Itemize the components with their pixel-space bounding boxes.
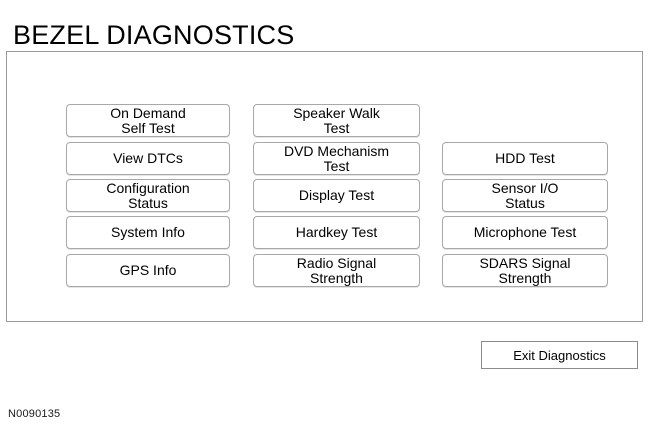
button-label: SDARS Signal Strength: [447, 254, 603, 286]
button-label: System Info: [71, 225, 225, 240]
button-label-line2: Test: [323, 119, 350, 136]
button-sensor-io-status[interactable]: Sensor I/O Status: [442, 179, 608, 212]
button-label-line2: Self Test: [121, 119, 175, 136]
button-label: GPS Info: [71, 263, 225, 278]
button-label-line2: Strength: [498, 269, 552, 286]
reference-code: N0090135: [8, 408, 61, 420]
button-label-line1: On Demand: [110, 104, 186, 121]
button-label-line2: Status: [505, 194, 545, 211]
button-configuration-status[interactable]: Configuration Status: [66, 179, 230, 212]
button-label-line1: Sensor I/O: [491, 179, 559, 196]
button-label: Hardkey Test: [258, 225, 415, 240]
button-label-line1: Hardkey Test: [295, 224, 378, 240]
button-label-line1: Microphone Test: [473, 224, 577, 240]
button-on-demand-self-test[interactable]: On Demand Self Test: [66, 104, 230, 137]
page-title: BEZEL DIAGNOSTICS: [13, 20, 301, 50]
button-label: DVD Mechanism Test: [258, 142, 415, 174]
button-label-line1: Display Test: [298, 187, 375, 203]
button-system-info[interactable]: System Info: [66, 216, 230, 249]
button-sdars-signal-strength[interactable]: SDARS Signal Strength: [442, 254, 608, 287]
button-label-line1: Speaker Walk: [293, 104, 380, 121]
button-label-line1: SDARS Signal: [479, 254, 571, 271]
button-label: Radio Signal Strength: [258, 254, 415, 286]
button-label-line1: HDD Test: [495, 150, 555, 166]
button-label: Speaker Walk Test: [258, 104, 415, 136]
button-microphone-test[interactable]: Microphone Test: [442, 216, 608, 249]
button-label-line1: System Info: [111, 224, 185, 240]
button-hardkey-test[interactable]: Hardkey Test: [253, 216, 420, 249]
button-label-line2: Status: [128, 194, 168, 211]
button-label-line1: Radio Signal: [296, 254, 377, 271]
button-label-line1: GPS Info: [119, 262, 177, 278]
button-label: Microphone Test: [447, 225, 603, 240]
button-dvd-mechanism-test[interactable]: DVD Mechanism Test: [253, 142, 420, 175]
button-label-line1: DVD Mechanism: [283, 142, 390, 159]
button-label-line1: Configuration: [106, 179, 190, 196]
button-label: On Demand Self Test: [71, 104, 225, 136]
button-radio-signal-strength[interactable]: Radio Signal Strength: [253, 254, 420, 287]
button-label-line2: Strength: [310, 269, 363, 286]
button-label: Configuration Status: [71, 179, 225, 211]
button-hdd-test[interactable]: HDD Test: [442, 142, 608, 175]
button-display-test[interactable]: Display Test: [253, 179, 420, 212]
button-label-line1: View DTCs: [113, 150, 183, 166]
diagnostics-button-grid: On Demand Self Test View DTCs Configurat…: [66, 104, 608, 287]
button-label-line2: Test: [323, 157, 350, 174]
button-label: HDD Test: [447, 151, 603, 166]
button-view-dtcs[interactable]: View DTCs: [66, 142, 230, 175]
button-gps-info[interactable]: GPS Info: [66, 254, 230, 287]
exit-diagnostics-button[interactable]: Exit Diagnostics: [481, 341, 638, 369]
button-label: View DTCs: [71, 151, 225, 166]
button-label: Display Test: [258, 188, 415, 203]
button-label: Sensor I/O Status: [447, 179, 603, 211]
button-speaker-walk-test[interactable]: Speaker Walk Test: [253, 104, 420, 137]
